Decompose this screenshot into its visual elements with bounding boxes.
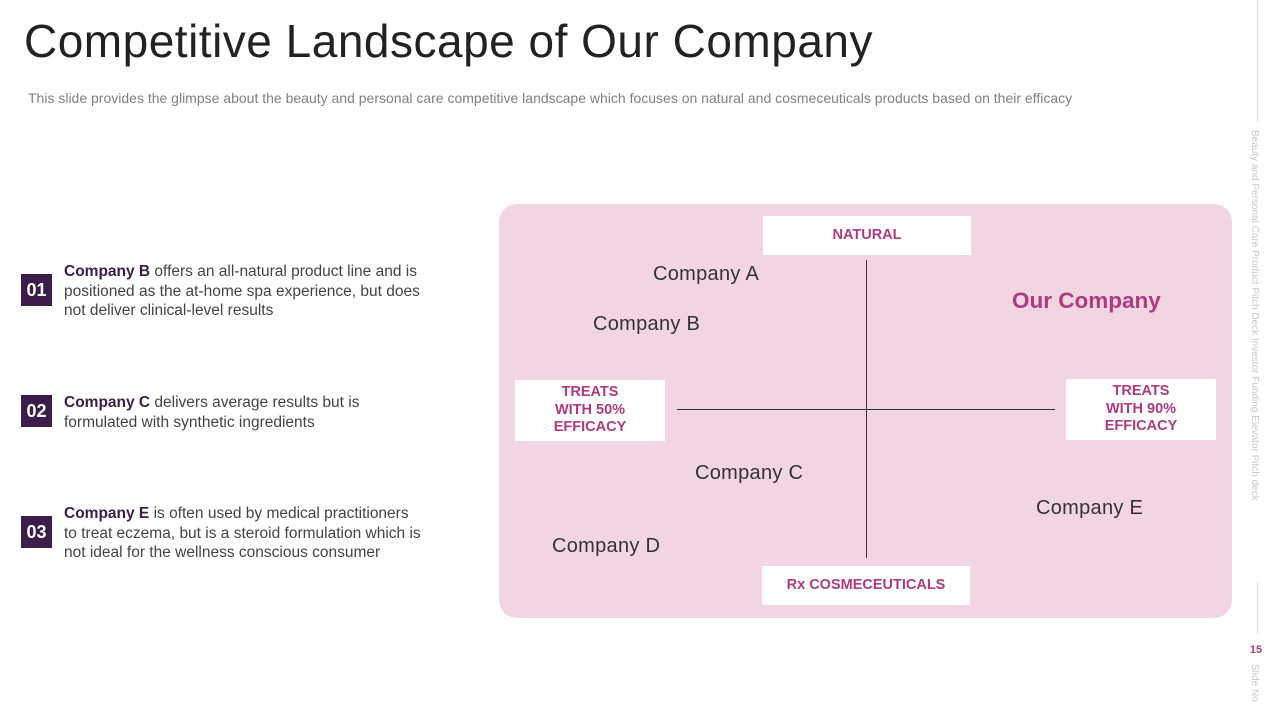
page-title: Competitive Landscape of Our Company (24, 15, 873, 67)
axis-label-50-efficacy: TREATS WITH 50% EFFICACY (515, 380, 665, 441)
point-number-3: 03 (21, 516, 52, 548)
sidebar-divider-top (1257, 0, 1258, 122)
point-text-2: Company C delivers average results but i… (64, 393, 424, 432)
company-c-label: Company C (695, 462, 804, 484)
point-number-1: 01 (21, 274, 52, 306)
company-a-label: Company A (653, 263, 760, 285)
point-desc-3: is often used by medical practitioners t… (64, 505, 421, 561)
page-subtitle: This slide provides the glimpse about th… (28, 90, 1073, 106)
company-b-label: Company B (593, 313, 701, 335)
point-company-1: Company B (64, 263, 151, 280)
axis-label-natural: NATURAL (763, 216, 971, 255)
point-text-1: Company B offers an all-natural product … (64, 262, 424, 321)
slide-number: 15 (1249, 644, 1263, 656)
company-e-label: Company E (1036, 497, 1144, 519)
our-company-label: Our Company (1012, 288, 1161, 313)
point-company-3: Company E (64, 505, 150, 522)
point-company-2: Company C (64, 394, 151, 411)
horizontal-axis (677, 409, 1055, 410)
sidebar-divider-bottom (1257, 582, 1258, 634)
axis-label-rx-cosmeceuticals: Rx COSMECEUTICALS (762, 566, 970, 605)
company-d-label: Company D (552, 535, 661, 557)
slide-number-label: Slide No (1249, 664, 1260, 702)
deck-title-vertical: Beauty and Personal Care Product Pitch D… (1249, 130, 1260, 501)
point-desc-2: delivers average results but is formulat… (64, 394, 360, 431)
point-desc-1: offers an all-natural product line and i… (64, 263, 420, 319)
point-number-2: 02 (21, 395, 52, 427)
point-text-3: Company E is often used by medical pract… (64, 504, 424, 563)
axis-label-90-efficacy: TREATS WITH 90% EFFICACY (1066, 379, 1216, 440)
